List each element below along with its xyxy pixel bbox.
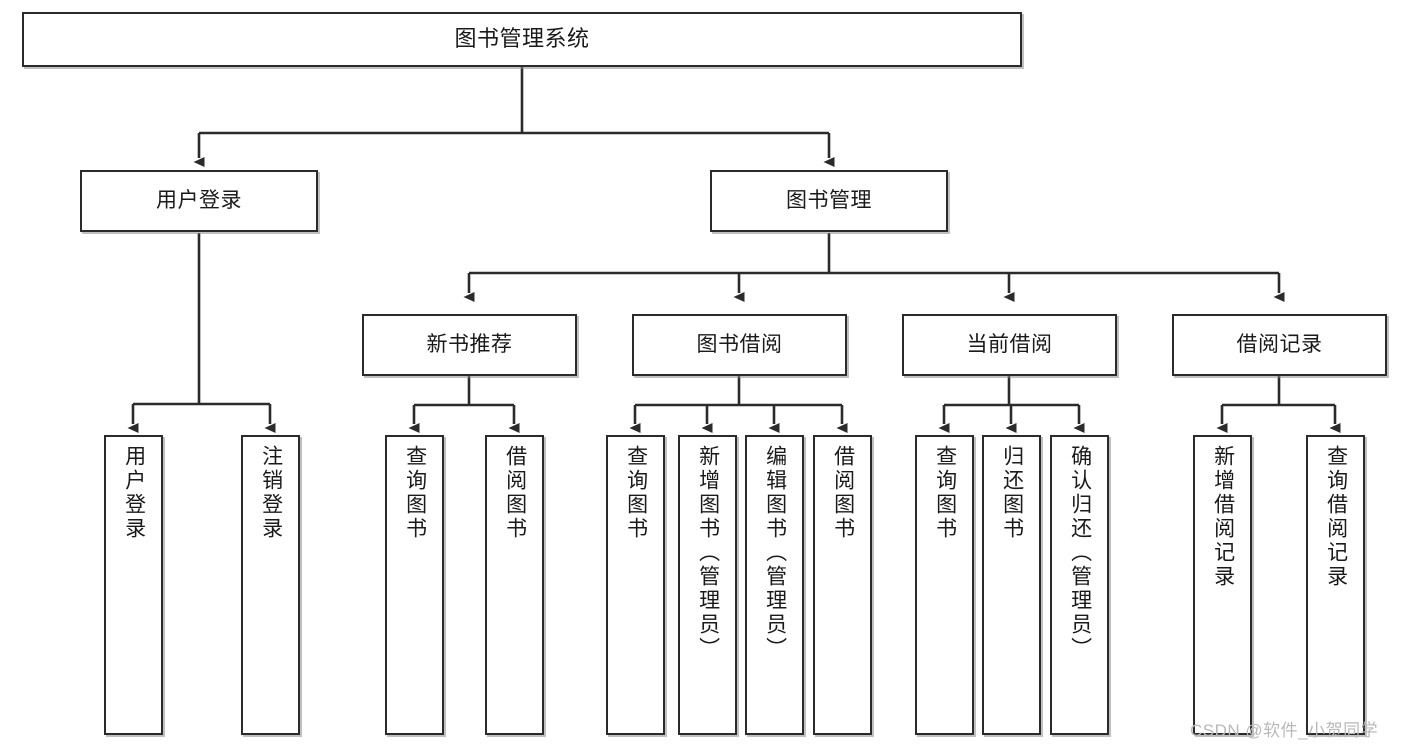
- leaf-current-query-book[interactable]: 查询图书: [915, 435, 974, 735]
- leaf-label: 新增借阅记录: [1211, 445, 1235, 589]
- leaf-borrow-borrow-book[interactable]: 借阅图书: [813, 435, 872, 735]
- leaf-user-login-logout[interactable]: 注销登录: [241, 435, 300, 735]
- node-root[interactable]: 图书管理系统: [22, 12, 1022, 67]
- leaf-current-return-book[interactable]: 归还图书: [982, 435, 1041, 735]
- leaf-borrow-query-book[interactable]: 查询图书: [606, 435, 665, 735]
- leaf-user-login-login[interactable]: 用户登录: [104, 435, 163, 735]
- node-user-login[interactable]: 用户登录: [80, 170, 318, 232]
- leaf-label: 确认归还（管理员）: [1068, 445, 1092, 661]
- leaf-records-query-record[interactable]: 查询借阅记录: [1306, 435, 1365, 735]
- leaf-label: 新增图书（管理员）: [696, 445, 720, 661]
- leaf-label: 查询图书: [624, 445, 648, 541]
- leaf-label: 编辑图书（管理员）: [763, 445, 787, 661]
- leaf-label: 借阅图书: [503, 445, 527, 541]
- node-borrow-records[interactable]: 借阅记录: [1172, 314, 1387, 376]
- leaf-recommend-borrow-book[interactable]: 借阅图书: [485, 435, 544, 735]
- leaf-records-add-record[interactable]: 新增借阅记录: [1193, 435, 1252, 735]
- leaf-label: 归还图书: [1000, 445, 1024, 541]
- node-current-borrow[interactable]: 当前借阅: [902, 314, 1117, 376]
- leaf-label: 查询借阅记录: [1324, 445, 1348, 589]
- leaf-recommend-query-book[interactable]: 查询图书: [385, 435, 444, 735]
- leaf-label: 借阅图书: [831, 445, 855, 541]
- node-book-management[interactable]: 图书管理: [710, 170, 948, 232]
- leaf-label: 查询图书: [933, 445, 957, 541]
- node-new-book-recommend[interactable]: 新书推荐: [362, 314, 577, 376]
- leaf-borrow-add-book-admin[interactable]: 新增图书（管理员）: [678, 435, 737, 735]
- leaf-label: 注销登录: [259, 445, 283, 541]
- leaf-borrow-edit-book-admin[interactable]: 编辑图书（管理员）: [745, 435, 804, 735]
- node-book-borrow[interactable]: 图书借阅: [632, 314, 847, 376]
- leaf-label: 查询图书: [403, 445, 427, 541]
- leaf-label: 用户登录: [122, 445, 146, 541]
- leaf-current-confirm-return-admin[interactable]: 确认归还（管理员）: [1050, 435, 1109, 735]
- watermark-text: CSDN @软件_小贺同学: [1190, 721, 1379, 740]
